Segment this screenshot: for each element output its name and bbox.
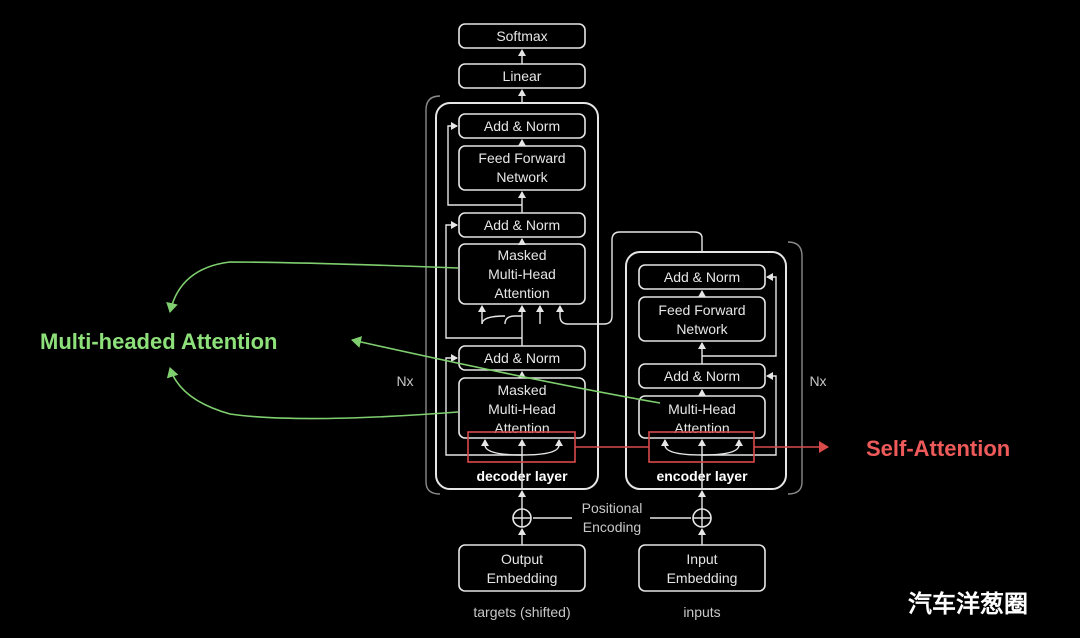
add-norm-label: Add & Norm xyxy=(484,118,560,134)
inputs-label: inputs xyxy=(683,604,720,620)
encoder-nx-label: Nx xyxy=(809,373,826,389)
ffn-label-line2: Network xyxy=(676,321,728,337)
self-attn-line2: Multi-Head xyxy=(488,401,556,417)
ffn-label-line1: Feed Forward xyxy=(478,150,565,166)
cross-attn-line1: Masked xyxy=(497,247,546,263)
decoder-self-attention-box: Masked Multi-Head Attention xyxy=(458,377,586,439)
add-norm-label: Add & Norm xyxy=(664,368,740,384)
encoder-self-attention-box: Multi-Head Attention xyxy=(638,395,766,439)
enc-attn-line1: Multi-Head xyxy=(668,401,736,417)
encoder-add-norm-bottom: Add & Norm xyxy=(638,363,766,389)
positional-label-line1: Positional xyxy=(582,500,643,516)
self-attn-line1: Masked xyxy=(497,382,546,398)
encoder-bracket xyxy=(787,241,803,495)
decoder-layer-container xyxy=(435,102,599,490)
output-embedding-line1: Output xyxy=(501,551,543,567)
decoder-cross-attention-box: Masked Multi-Head Attention xyxy=(458,243,586,305)
decoder-nx-label: Nx xyxy=(396,373,413,389)
decoder-softmax-box: Softmax xyxy=(458,23,586,49)
ffn-label-line2: Network xyxy=(496,169,548,185)
decoder-add-norm-mid: Add & Norm xyxy=(458,212,586,238)
decoder-connectors xyxy=(445,122,563,489)
multi-headed-attention-callout: Multi-headed Attention xyxy=(40,329,278,354)
targets-label: targets (shifted) xyxy=(473,604,570,620)
green-arrow-cross-attention xyxy=(166,261,459,313)
watermark-text: 汽车洋葱圈 xyxy=(908,590,1028,618)
encoder-positional-add xyxy=(692,508,712,528)
cross-attn-line2: Multi-Head xyxy=(488,266,556,282)
input-embedding-line2: Embedding xyxy=(667,570,738,586)
cross-attn-line3: Attention xyxy=(494,285,549,301)
decoder-positional-add xyxy=(512,508,532,528)
green-arrow-encoder-attention xyxy=(351,336,661,404)
softmax-label: Softmax xyxy=(496,28,547,44)
add-norm-label: Add & Norm xyxy=(484,217,560,233)
encoder-add-norm-top: Add & Norm xyxy=(638,264,766,290)
self-attention-callout: Self-Attention xyxy=(866,436,1010,461)
encoder-layer-container xyxy=(625,251,787,490)
linear-label: Linear xyxy=(503,68,542,84)
self-attn-line3: Attention xyxy=(494,420,549,436)
encoder-feed-forward-box: Feed Forward Network xyxy=(638,296,766,342)
input-embedding-line1: Input xyxy=(686,551,717,567)
encoder-connectors xyxy=(661,273,777,489)
positional-label-line2: Encoding xyxy=(583,519,641,535)
encoder-to-decoder-connector xyxy=(556,231,703,325)
output-embedding-line2: Embedding xyxy=(487,570,558,586)
ffn-label-line1: Feed Forward xyxy=(658,302,745,318)
decoder-add-norm-bottom: Add & Norm xyxy=(458,345,586,371)
decoder-feed-forward-box: Feed Forward Network xyxy=(458,145,586,191)
enc-attn-line2: Attention xyxy=(674,420,729,436)
add-norm-label: Add & Norm xyxy=(484,350,560,366)
decoder-bracket xyxy=(425,95,441,495)
output-embedding-box: Output Embedding xyxy=(458,544,586,592)
green-arrow-decoder-self-attention xyxy=(166,367,459,420)
input-embedding-box: Input Embedding xyxy=(638,544,766,592)
decoder-add-norm-top: Add & Norm xyxy=(458,113,586,139)
decoder-linear-box: Linear xyxy=(458,63,586,89)
add-norm-label: Add & Norm xyxy=(664,269,740,285)
